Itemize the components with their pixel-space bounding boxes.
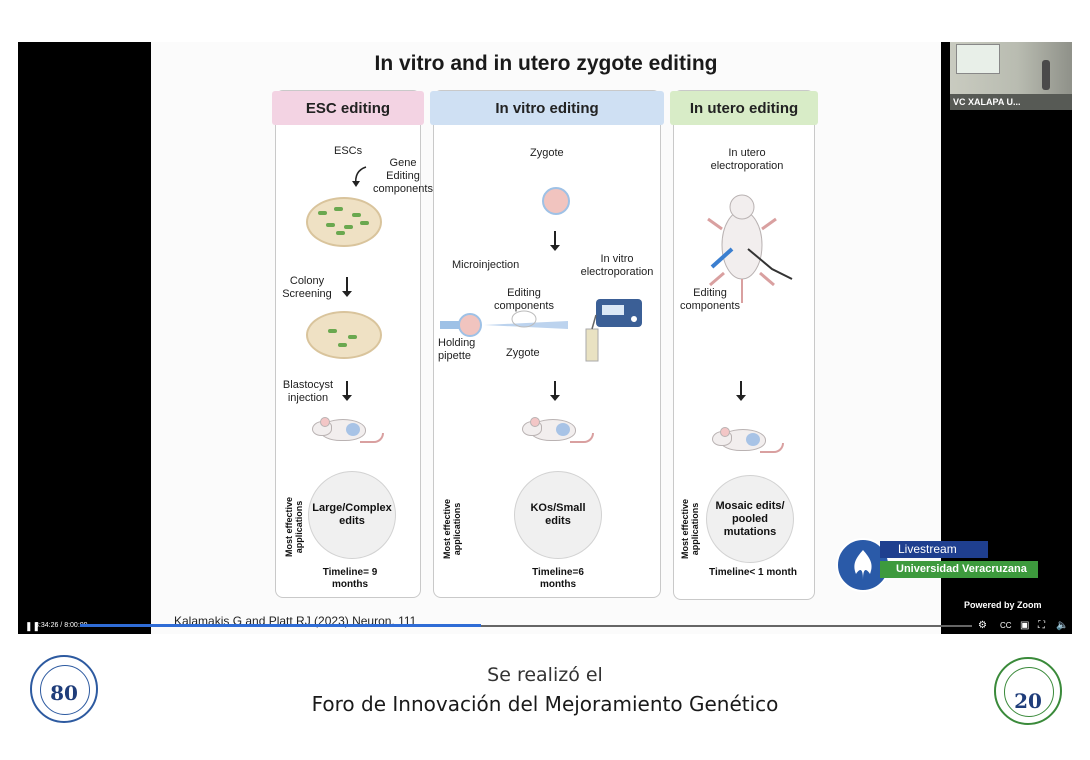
settings-icon[interactable]: ⚙ bbox=[978, 620, 987, 631]
participant-video-tile[interactable]: VC XALAPA U... bbox=[950, 42, 1072, 110]
microinjection-setup-icon bbox=[440, 310, 568, 337]
timeline-label: Timeline= 9 months bbox=[322, 567, 378, 590]
seek-progress bbox=[80, 624, 482, 627]
mouse-icon bbox=[312, 415, 384, 443]
pip-icon[interactable]: ▣ bbox=[1020, 620, 1030, 631]
petri-dish-icon bbox=[306, 197, 382, 247]
seal-number: 20 bbox=[1014, 689, 1042, 713]
seal-number: 80 bbox=[50, 681, 78, 705]
most-effective-label: Most effective applications bbox=[442, 498, 462, 559]
timeline-label: Timeline< 1 month bbox=[709, 567, 797, 578]
editing-components-label: Editing components bbox=[680, 287, 740, 312]
most-effective-label: Most effective applications bbox=[680, 498, 700, 559]
pregnant-mouse-icon bbox=[707, 194, 793, 303]
presenter-figure bbox=[1042, 60, 1050, 90]
presentation-slide: In vitro and in utero zygote editing ESC… bbox=[151, 42, 941, 634]
down-arrow-icon bbox=[342, 277, 352, 297]
esc-editing-panel: ESC editing ESCs Gene Editing components… bbox=[272, 90, 433, 598]
in-utero-electroporation-label: In utero electroporation bbox=[710, 147, 784, 172]
down-arrow-icon bbox=[550, 381, 560, 401]
editing-components-label: Editing components bbox=[494, 287, 554, 312]
timeline-label: Timeline=6 months bbox=[532, 567, 584, 590]
in-utero-editing-header: In utero editing bbox=[670, 91, 818, 125]
zygote-icon bbox=[542, 187, 570, 215]
electroporator-icon bbox=[585, 299, 642, 362]
caption-line-1: Se realizó el bbox=[487, 664, 603, 686]
esc-editing-header: ESC editing bbox=[272, 91, 424, 125]
most-effective-label: Most effective applications bbox=[284, 496, 304, 557]
participant-label: VC XALAPA U... bbox=[950, 94, 1072, 110]
seek-bar[interactable] bbox=[80, 625, 972, 627]
microinjection-label: Microinjection bbox=[452, 259, 520, 271]
application-circle: Large/Complex edits bbox=[308, 471, 396, 559]
curved-arrow-icon bbox=[352, 166, 367, 187]
petri-dish-icon bbox=[306, 311, 382, 359]
escs-label: ESCs bbox=[334, 145, 363, 157]
livestream-badge: Livestream bbox=[880, 541, 988, 558]
in-vitro-electroporation-label: In vitro electroporation bbox=[580, 253, 654, 278]
in-vitro-editing-header: In vitro editing bbox=[430, 91, 664, 125]
slide-title: In vitro and in utero zygote editing bbox=[374, 52, 718, 75]
powered-by-zoom: Powered by Zoom bbox=[964, 600, 1042, 610]
20-anniversary-seal: 20 bbox=[994, 657, 1062, 725]
in-utero-editing-panel: In utero editing In utero electroporatio… bbox=[670, 90, 818, 600]
holding-pipette-label: Holding pipette bbox=[438, 337, 476, 362]
mouse-icon bbox=[712, 425, 784, 453]
video-player[interactable]: In vitro and in utero zygote editing ESC… bbox=[18, 42, 1072, 634]
down-arrow-icon bbox=[342, 381, 352, 401]
organization-badge: Universidad Veracruzana bbox=[880, 561, 1038, 578]
volume-icon[interactable]: 🔈 bbox=[1056, 620, 1069, 631]
blastocyst-injection-label: Blastocyst injection bbox=[282, 379, 334, 404]
down-arrow-icon bbox=[550, 231, 560, 251]
uv-80-anniversary-seal: 80 bbox=[30, 655, 98, 723]
fullscreen-icon[interactable]: ⛶ bbox=[1038, 620, 1045, 631]
caption-line-2: Foro de Innovación del Mejoramiento Gené… bbox=[311, 692, 779, 716]
gene-editing-label: Gene Editing components bbox=[373, 157, 433, 195]
projector-screen bbox=[956, 44, 1000, 74]
colony-screening-label: Colony Screening bbox=[282, 275, 332, 300]
mouse-icon bbox=[522, 415, 594, 443]
in-vitro-editing-panel: In vitro editing Zygote Microinjection I… bbox=[430, 90, 664, 598]
playback-time: 3:34:26 / 8:00:09 bbox=[35, 622, 88, 629]
application-circle: KOs/Small edits bbox=[514, 471, 602, 559]
captions-icon[interactable]: CC bbox=[1000, 621, 1012, 630]
zygote-label: Zygote bbox=[530, 147, 564, 159]
video-controls: ❚❚ 3:34:26 / 8:00:09 ⚙ CC ▣ ⛶ 🔈 bbox=[18, 618, 1072, 634]
zygote-label: Zygote bbox=[506, 347, 540, 359]
pause-icon[interactable]: ❚❚ bbox=[25, 621, 41, 631]
down-arrow-icon bbox=[736, 381, 746, 401]
application-circle: Mosaic edits/ pooled mutations bbox=[706, 475, 794, 563]
